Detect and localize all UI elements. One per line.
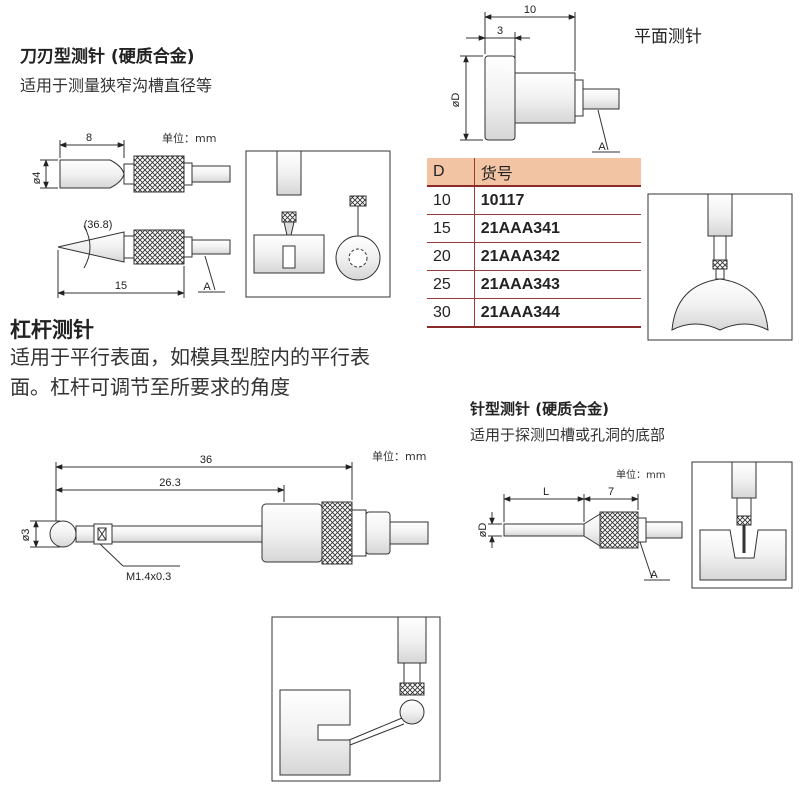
table-cell-code: 21AAA342 — [473, 242, 641, 271]
knife-probe-description: 适用于测量狭窄沟槽直径等 — [20, 76, 213, 95]
table-row: 15 21AAA341 — [427, 214, 641, 243]
lever-unit-label: 单位：mm — [372, 450, 427, 463]
knife-application-inset — [245, 150, 391, 298]
lever-probe-description-line1: 适用于平行表面，如模具型腔内的平行表 — [10, 345, 370, 369]
table-cell-d: 30 — [427, 298, 475, 328]
knife-dim-angle: (36.8) — [84, 219, 113, 231]
table-row: 30 21AAA344 — [427, 298, 641, 328]
flat-datum-label: A — [598, 141, 606, 153]
lever-probe-title: 杠杆测针 — [10, 318, 94, 342]
needle-application-inset — [691, 461, 793, 589]
flat-application-inset — [647, 193, 793, 341]
table-cell-code: 21AAA343 — [473, 270, 641, 299]
needle-datum-label: A — [650, 569, 658, 581]
needle-probe-description: 适用于探测凹槽或孔洞的底部 — [470, 426, 666, 444]
table-cell-d: 10 — [427, 186, 475, 215]
knife-dim-length: 8 — [86, 132, 92, 144]
lever-dim-inner: 26.3 — [159, 477, 180, 489]
table-cell-code: 21AAA341 — [473, 214, 641, 243]
table-cell-code: 21AAA344 — [473, 298, 641, 328]
table-cell-code: 10117 — [473, 186, 641, 215]
knife-unit-label: 单位：mm — [162, 132, 217, 145]
needle-probe-title: 针型测针 (硬质合金) — [470, 400, 609, 418]
lever-thread-label: M1.4x0.3 — [126, 571, 171, 583]
knife-dim-total: 15 — [115, 280, 127, 292]
table-header-code: 货号 — [473, 158, 641, 187]
lever-probe-description-line2: 面。杠杆可调节至所要求的角度 — [10, 375, 290, 399]
table-cell-d: 20 — [427, 242, 475, 271]
lever-dim-total: 36 — [200, 454, 212, 466]
flat-probe-drawing — [460, 12, 620, 153]
table-row: 20 21AAA342 — [427, 242, 641, 271]
table-row: 10 10117 — [427, 186, 641, 215]
table-cell-d: 15 — [427, 214, 475, 243]
lever-dim-ball: ø3 — [20, 529, 32, 542]
table-cell-d: 25 — [427, 270, 475, 299]
flat-dim-length: 10 — [524, 4, 536, 16]
table-header-row: D 货号 — [427, 158, 641, 187]
flat-probe-title: 平面测针 — [634, 27, 702, 47]
needle-probe-drawing — [488, 494, 683, 581]
knife-datum-label: A — [203, 281, 211, 293]
needle-dim-diameter: øD — [477, 523, 489, 538]
table-header-d: D — [427, 158, 475, 187]
table-row: 25 21AAA343 — [427, 270, 641, 299]
lever-probe-drawing — [30, 462, 429, 567]
lever-application-inset — [271, 616, 441, 782]
flat-probe-table: D 货号 10 10117 15 21AAA341 20 21AAA342 25… — [427, 158, 641, 328]
needle-dim-shoulder: 7 — [608, 486, 614, 498]
knife-dim-diameter: ø4 — [31, 172, 43, 185]
needle-dim-length: L — [543, 486, 549, 498]
flat-dim-shoulder: 3 — [497, 25, 503, 37]
flat-dim-diameter: øD — [450, 93, 462, 108]
knife-probe-title: 刀刃型测针 (硬质合金) — [20, 47, 195, 67]
needle-unit-label: 单位：mm — [616, 470, 666, 481]
knife-probe-drawing — [40, 140, 231, 298]
